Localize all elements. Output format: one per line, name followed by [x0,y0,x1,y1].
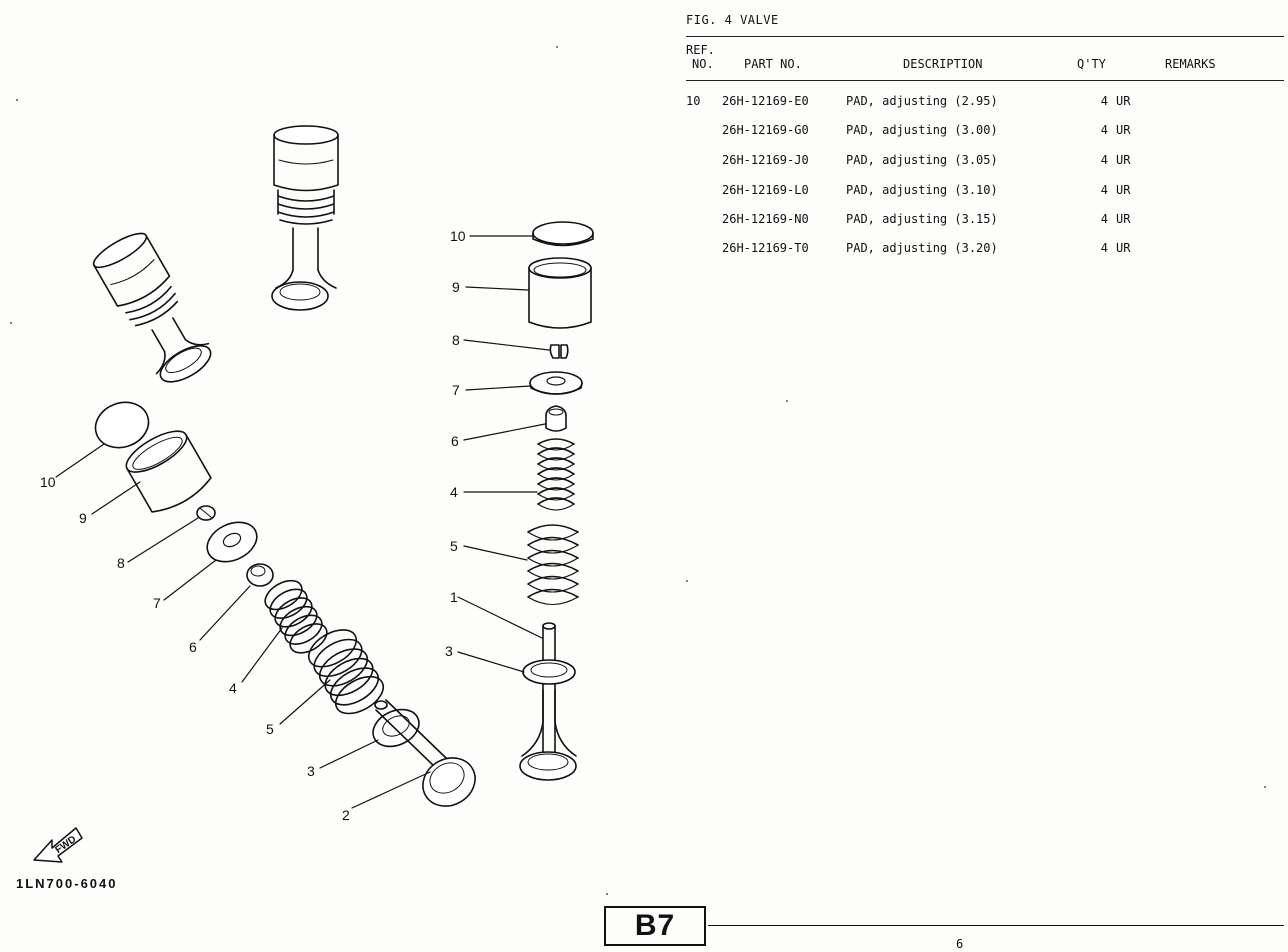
header-remarks: REMARKS [1165,57,1216,71]
callout-right-8: 8 [452,332,460,348]
callout-left-8: 8 [117,555,125,571]
drawing-code: 1LN700-6040 [16,876,118,891]
cell-qty: 4 [1100,153,1108,167]
cell-qty: 4 [1100,183,1108,197]
exploded-column-right [519,221,594,781]
scan-speck [606,893,608,895]
cell-part-no: 26H-12169-T0 [722,241,809,255]
cell-remarks: UR [1116,123,1131,137]
cell-description: PAD, adjusting (3.20) [846,241,998,255]
cell-description: PAD, adjusting (3.05) [846,153,998,167]
cell-part-no: 26H-12169-G0 [722,123,809,137]
cell-qty: 4 [1100,123,1108,137]
header-description: DESCRIPTION [903,57,983,71]
figure-title: FIG. 4 VALVE [686,13,779,27]
scan-speck [10,322,12,324]
header-qty: Q'TY [1077,57,1106,71]
cell-qty: 4 [1100,94,1108,108]
cell-qty: 4 [1100,241,1108,255]
scan-speck [786,400,788,402]
cell-remarks: UR [1116,241,1131,255]
callout-left-2: 2 [342,807,350,823]
cell-description: PAD, adjusting (3.10) [846,183,998,197]
callout-right-4: 4 [450,484,458,500]
header-ref-line2: NO. [692,57,714,71]
callout-left-9: 9 [79,510,87,526]
callout-left-7: 7 [153,595,161,611]
table-header-rule [686,80,1284,81]
header-part-no: PART NO. [744,57,802,71]
callout-right-10: 10 [450,228,466,244]
table-row: 10 26H-12169-E0 PAD, adjusting (2.95) 4 … [686,93,1284,109]
callout-left-4: 4 [229,680,237,696]
cell-qty: 4 [1100,212,1108,226]
callout-right-9: 9 [452,279,460,295]
scan-speck [16,99,18,101]
fwd-arrow-icon [33,827,83,863]
section-code-box: B7 [604,906,706,946]
callout-left-3: 3 [307,763,315,779]
callout-left-6: 6 [189,639,197,655]
exploded-column-left [94,401,476,807]
assembled-valve-top [271,125,339,311]
table-row: 26H-12169-J0 PAD, adjusting (3.05) 4 UR [686,152,1284,168]
cell-part-no: 26H-12169-J0 [722,153,809,167]
table-row: 26H-12169-N0 PAD, adjusting (3.15) 4 UR [686,211,1284,227]
valve-exploded-diagram: 10 9 8 7 6 4 5 1 3 10 9 8 7 6 4 5 3 2 FW… [33,125,594,863]
callout-right-1: 1 [450,589,458,605]
cell-part-no: 26H-12169-L0 [722,183,809,197]
callout-right-3: 3 [445,643,453,659]
page-number: 6 [956,937,964,951]
cell-remarks: UR [1116,183,1131,197]
cell-description: PAD, adjusting (3.00) [846,123,998,137]
callout-right-7: 7 [452,382,460,398]
scan-speck [686,580,688,582]
callouts-left: 10 9 8 7 6 4 5 3 2 [40,474,350,823]
callout-right-6: 6 [451,433,459,449]
callout-right-5: 5 [450,538,458,554]
table-row: 26H-12169-G0 PAD, adjusting (3.00) 4 UR [686,122,1284,138]
callout-left-5: 5 [266,721,274,737]
header-ref-line1: REF. [686,43,715,57]
leader-lines-left [55,443,431,809]
cell-description: PAD, adjusting (3.15) [846,212,998,226]
table-row: 26H-12169-T0 PAD, adjusting (3.20) 4 UR [686,240,1284,256]
leader-lines-right [457,235,550,673]
cell-remarks: UR [1116,94,1131,108]
callouts-right: 10 9 8 7 6 4 5 1 3 [445,228,466,659]
assembled-valve-left [92,232,212,383]
footer-rule [708,925,1284,926]
cell-remarks: UR [1116,212,1131,226]
scan-speck [1264,786,1266,788]
table-row: 26H-12169-L0 PAD, adjusting (3.10) 4 UR [686,182,1284,198]
table-top-rule [686,36,1284,37]
callout-left-10: 10 [40,474,56,490]
cell-ref: 10 [686,94,701,108]
cell-remarks: UR [1116,153,1131,167]
scan-speck [556,46,558,48]
cell-description: PAD, adjusting (2.95) [846,94,998,108]
cell-part-no: 26H-12169-E0 [722,94,809,108]
cell-part-no: 26H-12169-N0 [722,212,809,226]
